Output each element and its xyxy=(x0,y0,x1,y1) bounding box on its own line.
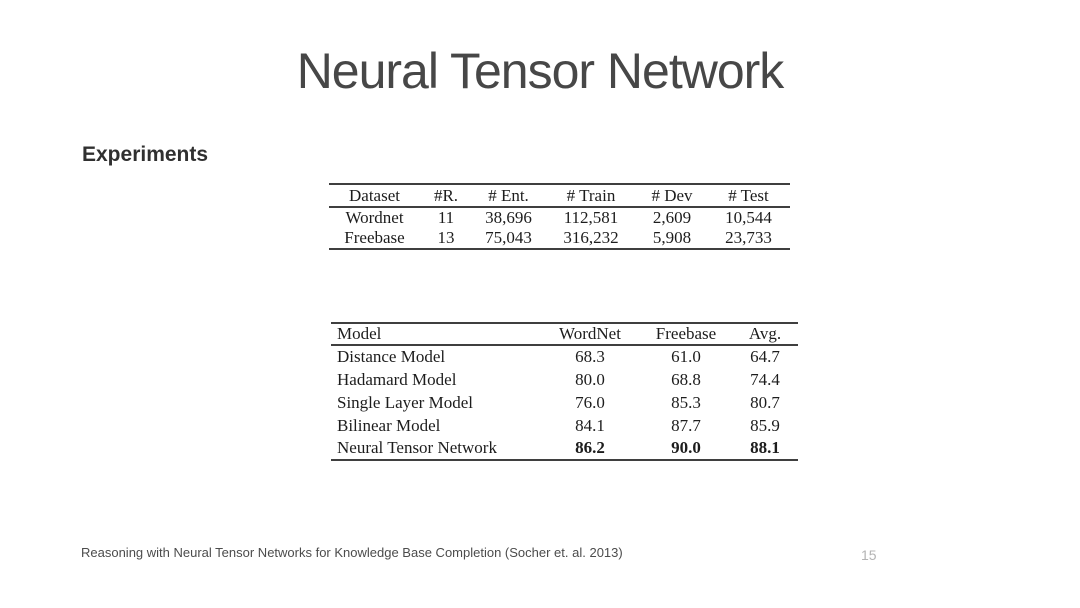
table-cell: 112,581 xyxy=(563,208,619,227)
dataset-stats-table: Dataset #R. # Ent. # Train # Dev # Test … xyxy=(329,183,790,250)
table-row-distance-model: Distance Model 68.3 61.0 64.7 xyxy=(331,345,798,368)
table-cell: 11 xyxy=(437,208,455,227)
table-cell: 80.7 xyxy=(750,392,780,412)
column-header-relations: #R. xyxy=(433,185,459,205)
table-cell: 75,043 xyxy=(485,228,532,247)
table-cell: Bilinear Model xyxy=(337,415,441,435)
footer-citation: Reasoning with Neural Tensor Networks fo… xyxy=(81,545,623,560)
table-cell: 85.3 xyxy=(671,392,701,412)
table-cell: 74.4 xyxy=(750,369,780,389)
table-cell: Freebase xyxy=(344,228,405,247)
page-number: 15 xyxy=(861,547,877,563)
table-cell: Wordnet xyxy=(345,208,404,227)
table-cell: 90.0 xyxy=(671,438,701,457)
table-row-wordnet: Wordnet 11 38,696 112,581 2,609 10,544 xyxy=(329,207,790,228)
column-header-model: Model xyxy=(337,324,382,343)
column-header-train: # Train xyxy=(566,185,616,205)
table-cell: 86.2 xyxy=(575,438,605,457)
column-header-dataset: Dataset xyxy=(349,185,400,205)
column-header-test: # Test xyxy=(728,185,769,205)
table-cell: 61.0 xyxy=(671,347,701,366)
table-cell: 10,544 xyxy=(725,208,772,227)
table-cell: Neural Tensor Network xyxy=(337,438,497,457)
column-header-freebase: Freebase xyxy=(655,324,717,343)
table-cell: Hadamard Model xyxy=(337,369,457,389)
table-row-bilinear-model: Bilinear Model 84.1 87.7 85.9 xyxy=(331,414,798,437)
table-row-hadamard-model: Hadamard Model 80.0 68.8 74.4 xyxy=(331,368,798,391)
table-cell: 68.3 xyxy=(575,347,605,366)
table-cell: 76.0 xyxy=(575,392,605,412)
table-cell: 13 xyxy=(437,228,455,247)
column-header-avg: Avg. xyxy=(748,324,782,343)
table-cell: 23,733 xyxy=(725,228,772,247)
table-cell: 80.0 xyxy=(575,369,605,389)
table-cell: 2,609 xyxy=(652,208,692,227)
table-cell: 84.1 xyxy=(575,415,605,435)
column-header-wordnet: WordNet xyxy=(559,324,621,343)
table-cell: 316,232 xyxy=(563,228,619,247)
table-row-freebase: Freebase 13 75,043 316,232 5,908 23,733 xyxy=(329,228,790,249)
slide-title: Neural Tensor Network xyxy=(296,43,785,99)
table-cell: 88.1 xyxy=(750,438,780,457)
table-cell: 64.7 xyxy=(750,347,780,366)
column-header-dev: # Dev xyxy=(651,185,693,205)
table-cell: Distance Model xyxy=(337,347,446,366)
table-cell: Single Layer Model xyxy=(337,392,473,412)
section-label-experiments: Experiments xyxy=(82,143,209,166)
table-cell: 85.9 xyxy=(750,415,780,435)
model-results-table: Model WordNet Freebase Avg. Distance Mod… xyxy=(331,322,798,461)
table-cell: 68.8 xyxy=(671,369,701,389)
column-header-entities: # Ent. xyxy=(488,185,529,205)
table-cell: 5,908 xyxy=(652,228,692,247)
table-row-single-layer-model: Single Layer Model 76.0 85.3 80.7 xyxy=(331,391,798,414)
table-cell: 38,696 xyxy=(485,208,532,227)
dataset-table-header-row: Dataset #R. # Ent. # Train # Dev # Test xyxy=(329,184,790,207)
table-row-neural-tensor-network: Neural Tensor Network 86.2 90.0 88.1 xyxy=(331,437,798,460)
table-cell: 87.7 xyxy=(671,415,701,435)
results-table-header-row: Model WordNet Freebase Avg. xyxy=(331,323,798,345)
